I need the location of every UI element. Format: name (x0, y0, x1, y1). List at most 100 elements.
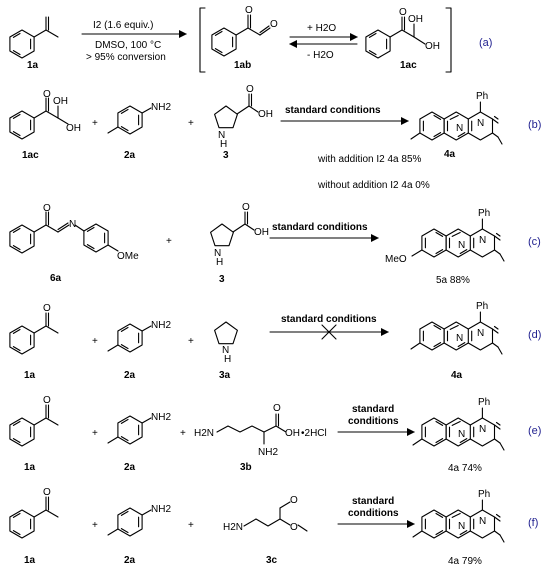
add-water: + H2O (307, 23, 336, 34)
atom-O: O (242, 202, 250, 213)
conditions-d: standard conditions (281, 314, 377, 325)
atom-O: O (246, 84, 254, 95)
label-2a: 2a (124, 370, 136, 381)
conditions-e-line2: conditions (348, 416, 399, 427)
atom-O: O (290, 495, 298, 506)
atom-N: N (214, 248, 221, 259)
row-letter-c: (c) (528, 236, 541, 248)
atom-N: N (458, 429, 465, 440)
atom-O: O (43, 89, 51, 100)
atom-OH: OH (66, 123, 81, 134)
bracket-left (199, 7, 206, 73)
label-6a: 6a (50, 273, 62, 284)
label-1ac: 1ac (400, 60, 417, 71)
blocked-cross (321, 324, 337, 340)
label-1ab: 1ab (234, 60, 251, 71)
row-b: O OH OH 1ac + NH2 2a + O OH N H 3 standa… (10, 84, 541, 191)
yield-c: 5a 88% (436, 275, 470, 286)
atom-NH2: NH2 (258, 447, 278, 458)
atom-N: N (477, 118, 484, 129)
atom-H2N: H2N (223, 522, 243, 533)
plus-sign: + (166, 236, 172, 247)
row-a: 1a I2 (1.6 equiv.) DMSO, 100 °C > 95% co… (10, 5, 492, 73)
row-e: O 1a + NH2 2a + H2N O OH NH2 •2HCl 3b st… (10, 395, 541, 474)
conditions-c: standard conditions (272, 222, 368, 233)
atom-Ph: Ph (478, 397, 490, 408)
atom-O: O (43, 303, 51, 314)
atom-N: N (477, 328, 484, 339)
bracket-right (445, 7, 452, 73)
atom-O: O (273, 403, 281, 414)
conditions-e-line1: standard (352, 404, 394, 415)
atom-NH2: NH2 (151, 102, 171, 113)
label-1a: 1a (24, 370, 36, 381)
row-d: O 1a + NH2 2a + N H 3a standard conditio… (10, 301, 541, 381)
row-letter-b: (b) (528, 119, 541, 131)
label-2a: 2a (124, 150, 136, 161)
reagent-iodine: I2 (1.6 equiv.) (93, 20, 153, 31)
atom-OH: OH (425, 41, 440, 52)
plus-sign: + (188, 118, 194, 129)
acetal-chain (243, 518, 291, 527)
atom-O: O (245, 5, 253, 16)
yield-e: 4a 74% (448, 463, 482, 474)
atom-OMe: OMe (117, 251, 139, 262)
atom-N: N (456, 333, 463, 344)
atom-O: O (43, 487, 51, 498)
remove-water: - H2O (307, 50, 334, 61)
label-1a: 1a (27, 60, 39, 71)
atom-O: O (290, 522, 298, 533)
atom-N: N (218, 130, 225, 141)
atom-Ph: Ph (478, 489, 490, 500)
row-c: O N OMe 6a + O OH N H 3 standard conditi… (10, 202, 541, 286)
atom-OH: OH (408, 14, 423, 25)
atom-OH: OH (258, 109, 273, 120)
label-1a: 1a (24, 462, 36, 473)
atom-H: H (224, 354, 231, 365)
label-3: 3 (223, 150, 229, 161)
atom-NH2: NH2 (151, 412, 171, 423)
label-3a: 3a (219, 370, 231, 381)
atom-H: H (220, 139, 227, 150)
atom-NH2: NH2 (151, 320, 171, 331)
label-2a: 2a (124, 555, 136, 566)
row-letter-a: (a) (479, 37, 492, 49)
label-3c: 3c (266, 555, 278, 566)
label-1a: 1a (24, 555, 36, 566)
row-letter-e: (e) (528, 425, 541, 437)
atom-N: N (458, 521, 465, 532)
atom-H2N: H2N (194, 428, 214, 439)
label-3: 3 (219, 274, 225, 285)
label-4a: 4a (451, 370, 463, 381)
atom-Ph: Ph (476, 301, 488, 312)
hcl-salt: •2HCl (301, 428, 327, 439)
plus-sign: + (92, 520, 98, 531)
note-without-iodine: without addition I2 4a 0% (317, 180, 430, 191)
label-4a: 4a (444, 149, 456, 160)
reagent-conversion: > 95% conversion (86, 52, 166, 63)
atom-H: H (216, 257, 223, 268)
conditions-f-line1: standard (352, 496, 394, 507)
atom-Ph: Ph (478, 208, 490, 219)
atom-N: N (456, 123, 463, 134)
plus-sign: + (188, 520, 194, 531)
atom-N: N (69, 219, 76, 230)
plus-sign: + (92, 428, 98, 439)
atom-O: O (270, 19, 278, 30)
ornithine-chain (216, 425, 265, 433)
plus-sign: + (92, 118, 98, 129)
note-with-iodine: with addition I2 4a 85% (317, 154, 422, 165)
atom-OH: OH (285, 428, 300, 439)
atom-OH: OH (254, 227, 269, 238)
label-1ac: 1ac (22, 150, 39, 161)
row-f: O 1a + NH2 2a + H2N O O 3c standard cond… (10, 487, 538, 567)
atom-OH: OH (53, 96, 68, 107)
reagent-dmso: DMSO, 100 °C (95, 40, 161, 51)
atom-N: N (479, 516, 486, 527)
atom-N: N (222, 345, 229, 356)
plus-sign: + (92, 336, 98, 347)
atom-Ph: Ph (476, 91, 488, 102)
atom-NH2: NH2 (151, 504, 171, 515)
row-letter-f: (f) (528, 517, 538, 529)
label-2a: 2a (124, 462, 136, 473)
